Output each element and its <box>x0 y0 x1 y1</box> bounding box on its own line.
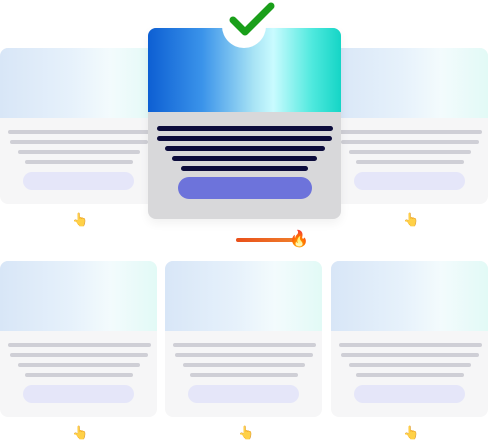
hand-pointer-icon[interactable]: 👆 <box>403 426 420 441</box>
card-hero <box>331 261 488 331</box>
card-bottom-right[interactable] <box>331 261 488 417</box>
card-hero <box>0 261 157 331</box>
card-cta-button[interactable] <box>354 172 465 190</box>
card-top-left[interactable] <box>0 48 157 204</box>
card-text-placeholder <box>165 331 322 377</box>
card-hero <box>165 261 322 331</box>
card-text-placeholder <box>331 331 488 377</box>
check-icon <box>229 2 275 36</box>
streak-bar <box>236 238 294 242</box>
hand-pointer-icon[interactable]: 👆 <box>238 426 255 441</box>
selected-badge <box>222 4 266 48</box>
card-text-placeholder <box>0 118 157 164</box>
hand-pointer-icon[interactable]: 👆 <box>403 213 420 228</box>
card-top-right[interactable] <box>331 48 488 204</box>
card-cta-button[interactable] <box>188 385 299 403</box>
card-text-placeholder <box>0 331 157 377</box>
card-text-placeholder <box>331 118 488 164</box>
card-cta-button[interactable] <box>23 172 134 190</box>
card-hero <box>0 48 157 118</box>
flame-icon: 🔥 <box>289 229 309 248</box>
card-cta-button[interactable] <box>354 385 465 403</box>
featured-card-cta-button[interactable] <box>177 177 312 199</box>
hand-pointer-icon[interactable]: 👆 <box>72 213 89 228</box>
card-bottom-center[interactable] <box>165 261 322 417</box>
card-hero <box>331 48 488 118</box>
hand-pointer-icon[interactable]: 👆 <box>72 426 89 441</box>
card-top-center-featured[interactable] <box>148 28 341 219</box>
card-cta-button[interactable] <box>23 385 134 403</box>
card-bottom-left[interactable] <box>0 261 157 417</box>
featured-card-text-placeholder <box>148 112 341 171</box>
